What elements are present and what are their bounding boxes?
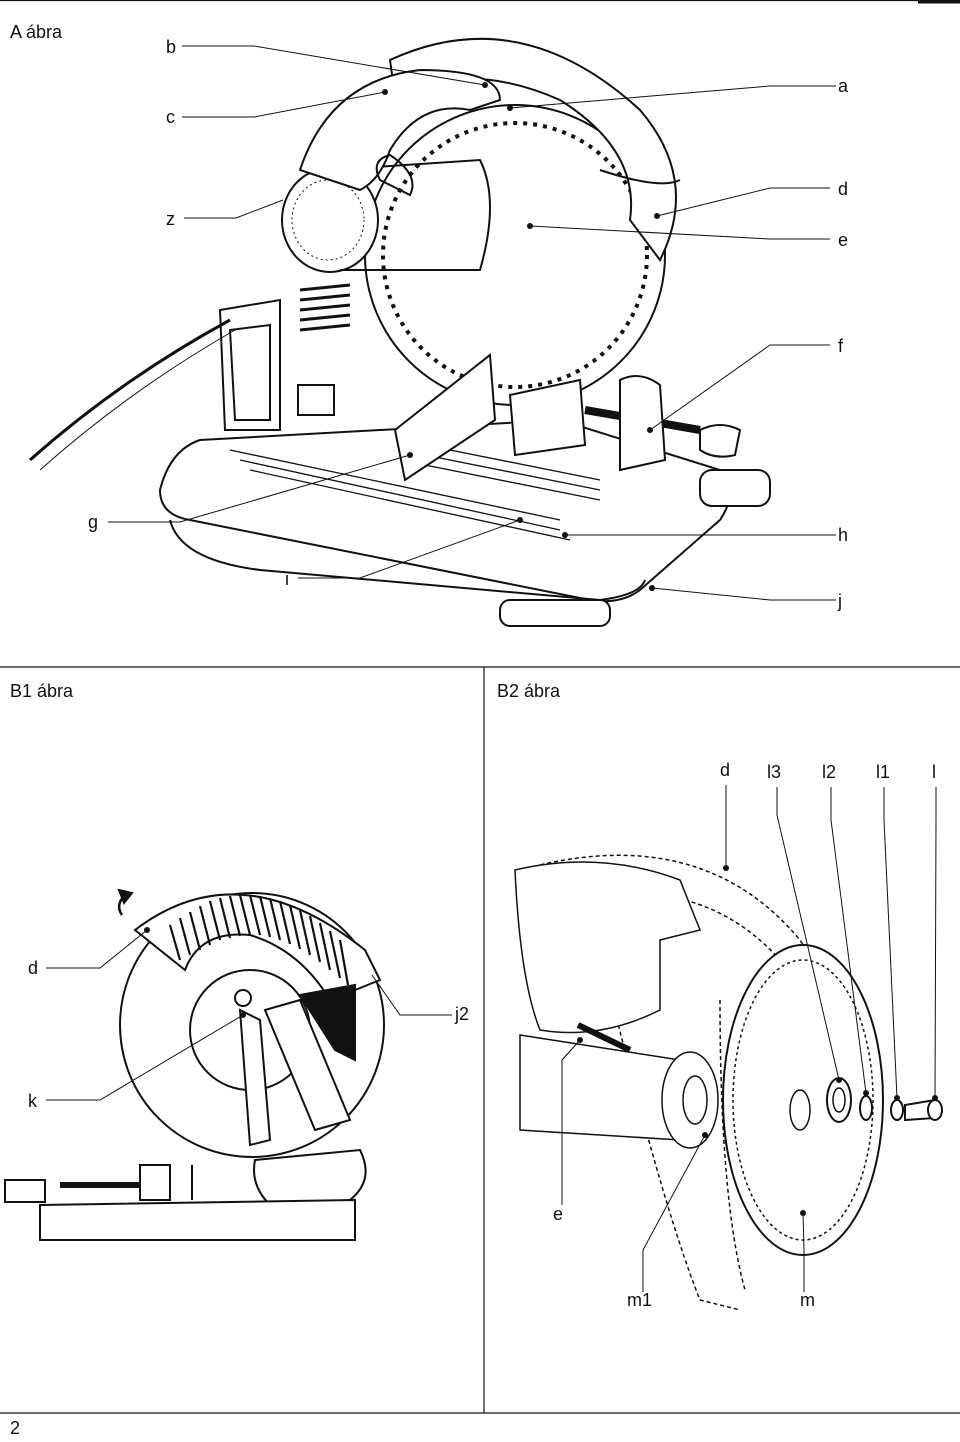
label-z: z	[166, 209, 175, 229]
figure-b2-callout-dots	[577, 865, 938, 1216]
figure-b1-callout-dots	[144, 927, 246, 1018]
label-f: f	[838, 336, 844, 356]
figure-a-title: A ábra	[10, 22, 63, 42]
figure-b1-leader-lines	[46, 929, 452, 1101]
figure-b2-drawing	[514, 854, 943, 1311]
label-l1: l1	[876, 762, 891, 782]
label-m: m	[800, 1290, 815, 1310]
figure-b1-title: B1 ábra	[10, 681, 74, 701]
label-l2: l2	[822, 762, 837, 782]
label-d: d	[838, 179, 849, 199]
figure-b2-title: B2 ábra	[497, 681, 561, 701]
label-b2-d: d	[720, 760, 731, 780]
label-i: i	[285, 569, 289, 589]
page-number: 2	[10, 1418, 21, 1438]
label-g: g	[88, 512, 99, 532]
figure-b1-drawing	[4, 888, 385, 1241]
figure-b2-leader-lines	[561, 785, 937, 1292]
label-h: h	[838, 525, 849, 545]
saw-blade-b2	[722, 944, 884, 1256]
label-a: a	[838, 76, 849, 96]
label-c: c	[166, 107, 175, 127]
label-e: e	[838, 230, 849, 250]
label-m1: m1	[627, 1290, 653, 1310]
figure-a-callout-dots	[382, 82, 660, 591]
label-b1-d: d	[28, 958, 39, 978]
label-j2: j2	[455, 1004, 470, 1024]
figure-a-leader-lines	[108, 45, 836, 601]
label-b2-e: e	[553, 1204, 564, 1224]
label-l: l	[932, 762, 936, 782]
figure-a-saw-drawing	[29, 37, 771, 627]
label-k: k	[28, 1091, 37, 1111]
label-j: j	[838, 591, 842, 611]
label-l3: l3	[767, 762, 782, 782]
label-b: b	[166, 37, 177, 57]
